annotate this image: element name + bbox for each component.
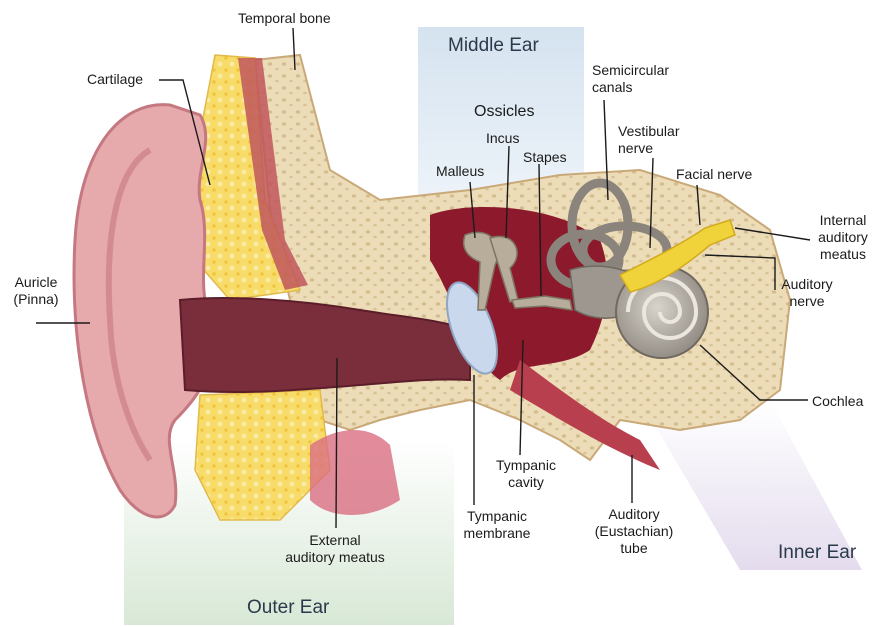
tympanic-cavity-label: Tympanic cavity	[496, 457, 556, 490]
ear-canal	[178, 297, 471, 394]
outer-ear-label: Outer Ear	[247, 597, 330, 618]
eustachian-tube	[510, 360, 660, 470]
inner-ear-label: Inner Ear	[778, 542, 857, 563]
auditory-nerve-label: Auditory nerve	[781, 276, 833, 309]
eustachian-tube-label: Auditory (Eustachian) tube	[594, 506, 674, 556]
malleus-label: Malleus	[436, 163, 485, 179]
facial-nerve-label: Facial nerve	[676, 166, 753, 182]
leader-lines	[36, 27, 811, 529]
temporal-bone-label: Temporal bone	[238, 10, 331, 26]
cochlea-label: Cochlea	[812, 393, 864, 409]
lobule-tissue	[310, 430, 400, 515]
fatty-tissue-lower	[194, 389, 331, 521]
auricle	[72, 103, 208, 519]
malleus	[463, 231, 499, 311]
semicircular-canals-label: Semicircular canals	[592, 62, 670, 95]
inner-ear-band	[640, 400, 862, 570]
ossicles-label: Ossicles	[474, 103, 535, 120]
auricle-fold	[105, 147, 153, 462]
tympanic-membrane-label: Tympanic membrane	[463, 508, 531, 541]
temporal-muscle	[238, 58, 308, 290]
middle-ear-label: Middle Ear	[448, 35, 539, 56]
vestibular-nerve-label: Vestibular nerve	[618, 123, 680, 156]
cartilage-label: Cartilage	[87, 71, 144, 87]
internal-auditory-meatus-label: Internal auditory meatus	[818, 212, 868, 262]
stapes-label: Stapes	[523, 149, 567, 165]
stapes	[510, 295, 573, 311]
tympanic-membrane	[446, 281, 498, 375]
incus-label: Incus	[486, 130, 520, 146]
external-auditory-meatus-label: External auditory meatus	[285, 532, 385, 565]
auricle-label: Auricle (Pinna)	[13, 274, 59, 307]
nerve-bundle	[618, 219, 736, 293]
